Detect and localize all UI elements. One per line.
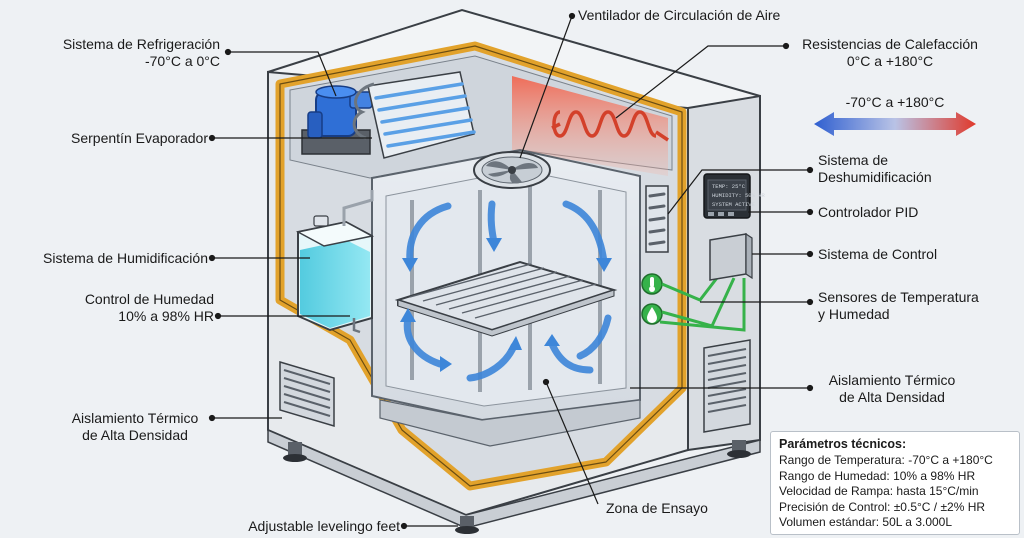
label-text: Control de Humedad <box>84 291 214 307</box>
temperature-range-arrow <box>814 112 976 136</box>
label-control-system: Sistema de Control <box>818 246 938 262</box>
vent-grille-icon <box>703 339 751 433</box>
control-box <box>709 232 753 281</box>
label-text: -70°C a 0°C <box>144 53 220 69</box>
label-text: Sistema de <box>818 152 889 168</box>
label-text: Sensores de Temperatura <box>818 289 979 305</box>
label-text: Resistencias de Calefacción <box>802 36 978 52</box>
label-humidification: Sistema de Humidificación <box>43 250 208 266</box>
label-pid-controller: Controlador PID <box>818 204 919 220</box>
label-text: 10% a 98% HR <box>118 308 214 324</box>
params-title: Parámetros técnicos: <box>779 437 907 451</box>
label-dehumidification: Sistema de Deshumidificación <box>818 152 932 186</box>
vent-grille-icon <box>279 360 335 428</box>
label-fan: Ventilador de Circulación de Aire <box>578 7 781 23</box>
display-line: TEMP: 25°C <box>712 183 746 190</box>
coil-icon <box>352 71 476 159</box>
label-text: Deshumidificación <box>818 169 932 185</box>
label-text: 0°C a +180°C <box>846 53 934 69</box>
label-insulation-right: Aislamiento Térmico de Alta Densidad <box>806 372 978 406</box>
label-test-zone: Zona de Ensayo <box>606 500 708 516</box>
airflow-arrows <box>403 200 612 382</box>
label-text: Sistema de Refrigeración <box>62 36 220 52</box>
label-evaporator: Serpentín Evaporador <box>71 130 208 146</box>
display-line: SYSTEM ACTIVE <box>712 201 756 208</box>
label-text: Aislamiento Térmico <box>828 372 956 388</box>
fan-icon <box>473 151 551 189</box>
heater-coil-icon <box>551 110 669 142</box>
water-tank-icon <box>295 190 375 334</box>
leader-lines <box>208 12 814 530</box>
humidity-drop-icon <box>641 303 663 325</box>
label-text: y Humedad <box>818 306 890 322</box>
label-text: Aislamiento Térmico <box>71 410 199 426</box>
label-refrigeration: Sistema de Refrigeración -70°C a 0°C <box>34 36 220 70</box>
params-line: Volumen estándar: 50L a 3.000L <box>779 515 953 530</box>
params-line: Velocidad de Rampa: hasta 15°C/min <box>779 484 979 499</box>
params-line: Rango de Temperatura: -70°C a +180°C <box>779 453 993 468</box>
compressor-icon <box>301 85 373 155</box>
shelf-rack <box>394 260 618 337</box>
params-line: Rango de Humedad: 10% a 98% HR <box>779 468 976 483</box>
label-heater: Resistencias de Calefacción 0°C a +180°C <box>790 36 990 70</box>
temperature-range-legend: -70°C a +180°C <box>812 92 978 152</box>
leveling-foot-icon <box>455 516 479 534</box>
label-leveling-feet: Adjustable levelingo feet <box>248 518 400 534</box>
leveling-foot-icon <box>283 442 307 462</box>
params-line: Precisión de Control: ±0.5°C / ±2% HR <box>779 499 986 514</box>
label-insulation-left: Aislamiento Térmico de Alta Densidad <box>62 410 208 444</box>
display-line: HUMIDITY: 50% HR <box>712 192 766 199</box>
airflow-arrowheads <box>400 238 612 372</box>
technical-parameters-box: Parámetros técnicos: Rango de Temperatur… <box>770 431 1020 535</box>
leveling-foot-icon <box>727 440 751 458</box>
dehumidifier-coil-icon <box>645 185 669 253</box>
controller-panel: TEMP: 25°C HUMIDITY: 50% HR SYSTEM ACTIV… <box>703 173 766 219</box>
label-text: de Alta Densidad <box>82 427 188 443</box>
sensor-wires <box>659 273 746 332</box>
range-text: -70°C a +180°C <box>845 94 945 110</box>
thermometer-icon <box>641 273 663 295</box>
label-humidity-control: Control de Humedad 10% a 98% HR <box>40 291 214 325</box>
label-text: de Alta Densidad <box>839 389 945 405</box>
label-sensors: Sensores de Temperatura y Humedad <box>818 289 979 323</box>
